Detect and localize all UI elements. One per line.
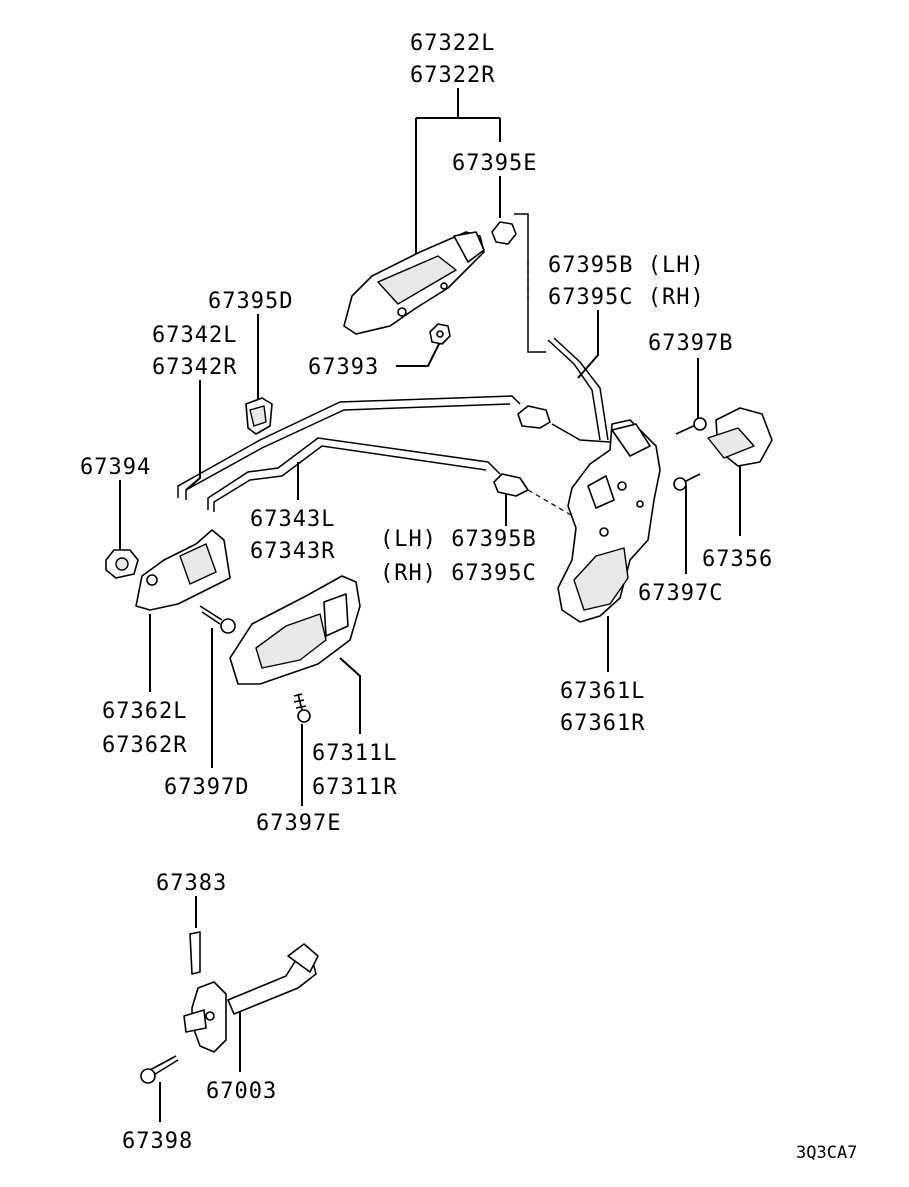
clip-67395B-lower bbox=[493, 473, 529, 497]
label-67397B: 67397B bbox=[648, 331, 733, 356]
label-67311R: 67311R bbox=[312, 775, 397, 800]
label-67343R: 67343R bbox=[250, 539, 335, 564]
screw-67397D bbox=[199, 605, 236, 634]
striker-67356 bbox=[707, 407, 773, 467]
label-67395C-RH: 67395C (RH) bbox=[548, 285, 705, 310]
nut-67393 bbox=[429, 323, 451, 345]
label-67395B-lh-lower: (LH) 67395B bbox=[380, 527, 537, 552]
clip-67395B-upper bbox=[517, 405, 551, 429]
label-67395E: 67395E bbox=[452, 151, 537, 176]
screw-67397C bbox=[673, 473, 701, 491]
label-67397C: 67397C bbox=[638, 581, 723, 606]
bolt-67398 bbox=[140, 1055, 179, 1084]
diagram-code: 3Q3CA7 bbox=[796, 1143, 857, 1163]
lock-rods bbox=[177, 213, 611, 527]
label-67398: 67398 bbox=[122, 1129, 193, 1154]
grommet-67394 bbox=[105, 549, 139, 579]
label-67361L: 67361L bbox=[560, 679, 645, 704]
clip-67395D bbox=[245, 397, 273, 435]
inside-handle-67311 bbox=[229, 575, 361, 685]
actuator-67362 bbox=[135, 529, 231, 611]
label-67394: 67394 bbox=[80, 455, 151, 480]
label-67397D: 67397D bbox=[164, 775, 249, 800]
door-lock-67361 bbox=[557, 419, 661, 623]
label-67361R: 67361R bbox=[560, 711, 645, 736]
label-67393: 67393 bbox=[308, 355, 379, 380]
pin-67383 bbox=[189, 931, 201, 975]
label-67322L: 67322L bbox=[410, 31, 495, 56]
label-67356: 67356 bbox=[702, 547, 773, 572]
label-67343L: 67343L bbox=[250, 507, 335, 532]
part-labels: 67322L 67322R 67395E 67395B (LH) 67395C … bbox=[80, 31, 857, 1163]
label-67342R: 67342R bbox=[152, 355, 237, 380]
label-67362R: 67362R bbox=[102, 733, 187, 758]
screw-67397B bbox=[675, 417, 707, 435]
outside-handle-67322 bbox=[343, 231, 485, 335]
clip-67395E bbox=[491, 221, 517, 245]
leader-lines bbox=[119, 88, 741, 1122]
label-67395C-rh-lower: (RH) 67395C bbox=[380, 561, 537, 586]
label-67311L: 67311L bbox=[312, 741, 397, 766]
label-67383: 67383 bbox=[156, 871, 227, 896]
label-67395D: 67395D bbox=[208, 289, 293, 314]
door-check-67003 bbox=[183, 943, 319, 1053]
label-67397E: 67397E bbox=[256, 811, 341, 836]
label-67003: 67003 bbox=[206, 1079, 277, 1104]
label-67362L: 67362L bbox=[102, 699, 187, 724]
screw-67397E bbox=[293, 693, 311, 723]
label-67342L: 67342L bbox=[152, 323, 237, 348]
label-67395B-LH: 67395B (LH) bbox=[548, 253, 705, 278]
label-67322R: 67322R bbox=[410, 63, 495, 88]
